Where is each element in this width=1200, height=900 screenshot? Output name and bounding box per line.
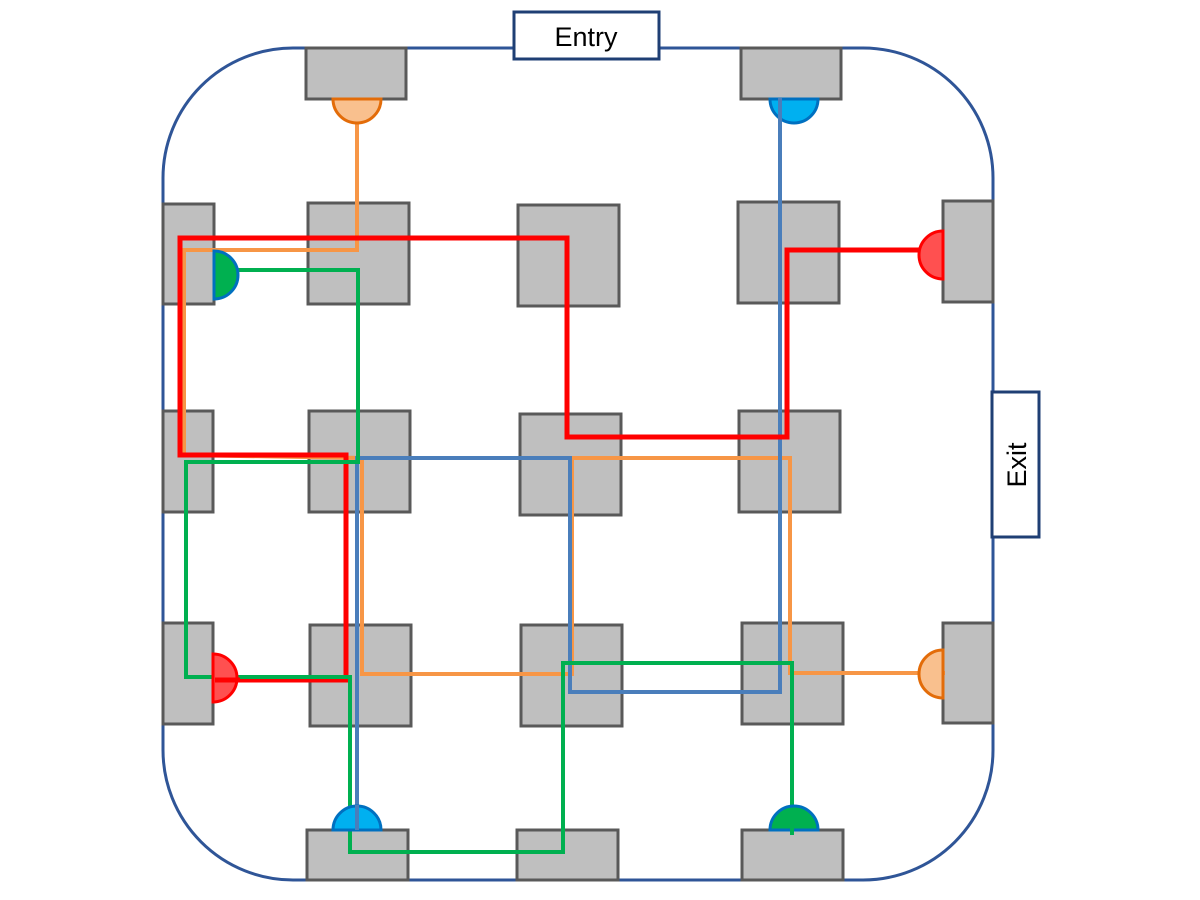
- exit-label: Exit: [1002, 442, 1032, 488]
- route-orange: [182, 115, 945, 676]
- blue-start-marker: [768, 97, 820, 125]
- station-bottom-2: [515, 828, 620, 882]
- orange-start-marker: [331, 97, 383, 125]
- station-right-3: [941, 621, 995, 725]
- route-red: [177, 235, 943, 683]
- station-top-2: [739, 46, 843, 101]
- exit-sign: Exit: [990, 390, 1041, 539]
- station-top-1: [304, 46, 408, 101]
- station-right-1: [941, 199, 995, 304]
- red-start-marker: [917, 229, 945, 281]
- route-green: [184, 268, 794, 854]
- station-left-1: [161, 202, 216, 306]
- entry-sign: Entry: [512, 10, 661, 61]
- orange-end-marker: [917, 648, 945, 700]
- station-bottom-3: [740, 828, 845, 882]
- station-bottom-1: [305, 828, 410, 882]
- green-start-marker: [212, 249, 240, 301]
- route-blue: [355, 98, 782, 830]
- entry-label: Entry: [554, 22, 618, 52]
